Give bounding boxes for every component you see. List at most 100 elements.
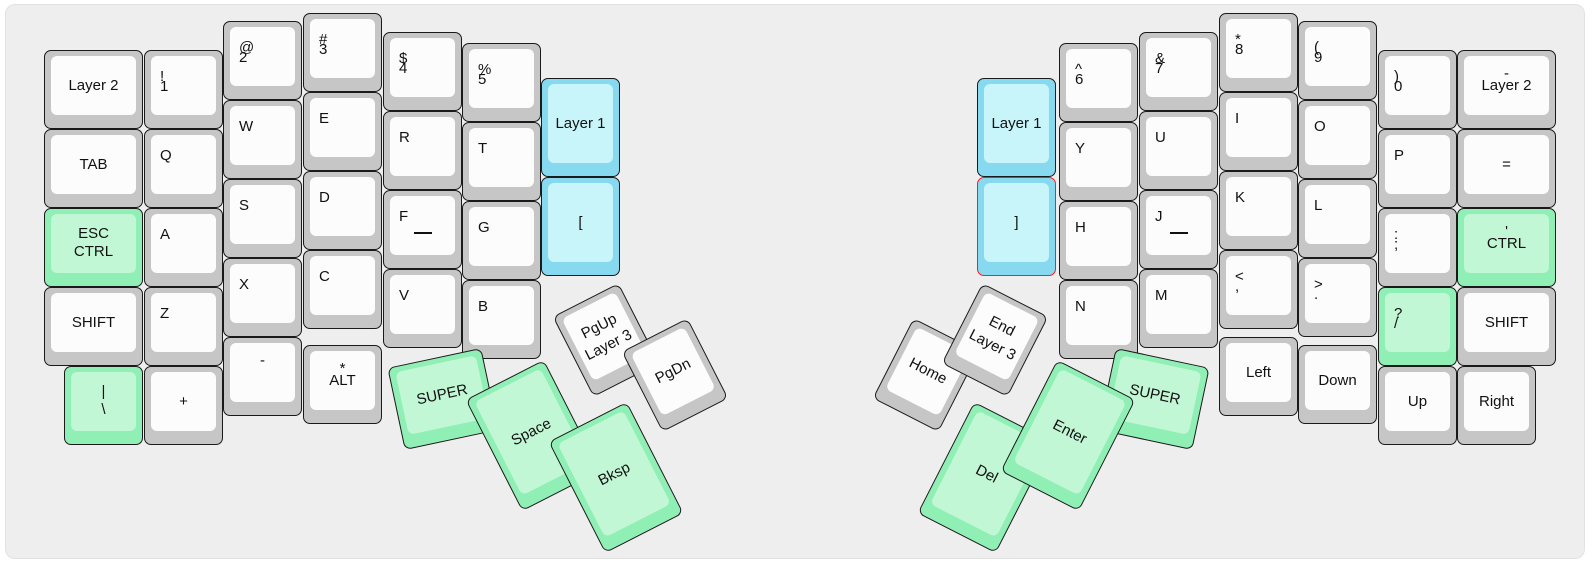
key-d[interactable]: D xyxy=(303,171,382,250)
key-layer2-grave[interactable]: Layer 2 xyxy=(44,50,143,129)
keycap-legend-center: SHIFT xyxy=(1484,313,1529,331)
key-h[interactable]: H xyxy=(1059,201,1138,280)
key-w[interactable]: W xyxy=(223,100,302,179)
key-g[interactable]: G xyxy=(462,201,541,280)
key-x[interactable]: X xyxy=(223,258,302,337)
key-bracket-right[interactable]: ] xyxy=(977,177,1056,276)
key-shift-right[interactable]: SHIFT xyxy=(1457,287,1556,366)
key-9[interactable]: (9 xyxy=(1298,21,1377,100)
keycap-surface: C xyxy=(310,256,375,315)
key-8[interactable]: *8 xyxy=(1219,13,1298,92)
keycap-surface: Q xyxy=(151,135,216,194)
keycap-legend-top: : xyxy=(1394,226,1399,243)
key-2[interactable]: @2 xyxy=(223,21,302,100)
key-semicolon[interactable]: :; xyxy=(1378,208,1457,287)
key-b[interactable]: B xyxy=(462,280,541,359)
keycap-legend-upper: | xyxy=(101,383,106,401)
key-0[interactable]: )0 xyxy=(1378,50,1457,129)
keycap-legend-center: Bksp xyxy=(595,458,633,489)
key-o[interactable]: O xyxy=(1298,100,1377,179)
homing-bar xyxy=(413,232,432,234)
keycap-legend-center: ALT xyxy=(329,371,356,389)
key-l[interactable]: L xyxy=(1298,179,1377,258)
key-k[interactable]: K xyxy=(1219,171,1298,250)
key-alt[interactable]: *ALT xyxy=(303,345,382,424)
keycap-surface: A xyxy=(151,214,216,273)
keycap-legend-bottom: 7 xyxy=(1155,60,1164,78)
key-comma[interactable]: <, xyxy=(1219,250,1298,329)
key-tab[interactable]: TAB xyxy=(44,129,143,208)
keycap-surface: #3 xyxy=(310,19,375,78)
key-p[interactable]: P xyxy=(1378,129,1457,208)
keycap-legend-top: < xyxy=(1235,268,1244,285)
keycap-surface: Layer 2 xyxy=(51,56,136,115)
keycap-legend-top: W xyxy=(239,118,254,135)
key-quote-ctrl[interactable]: 'CTRL xyxy=(1457,208,1556,287)
key-equal[interactable]: = xyxy=(1457,129,1556,208)
key-r[interactable]: R xyxy=(383,111,462,190)
keycap-surface: Bksp xyxy=(557,410,671,538)
key-plus[interactable]: + xyxy=(144,366,223,445)
key-s[interactable]: S xyxy=(223,179,302,258)
key-3[interactable]: #3 xyxy=(303,13,382,92)
keycap-legend-top: % xyxy=(478,61,492,78)
keycap-surface: [ xyxy=(548,183,613,262)
key-6[interactable]: ^6 xyxy=(1059,43,1138,122)
key-layer1-left[interactable]: Layer 1 xyxy=(541,78,620,177)
key-j[interactable]: J xyxy=(1139,190,1218,269)
key-f[interactable]: F xyxy=(383,190,462,269)
key-minus[interactable]: - xyxy=(223,337,302,416)
key-down[interactable]: Down xyxy=(1298,345,1377,424)
keycap-surface: 'CTRL xyxy=(1464,214,1549,273)
keycap-legend-top: X xyxy=(239,276,250,293)
key-u[interactable]: U xyxy=(1139,111,1218,190)
key-i[interactable]: I xyxy=(1219,92,1298,171)
keycap-legend-top: V xyxy=(399,287,410,304)
keycap-surface: D xyxy=(310,177,375,236)
key-4[interactable]: $4 xyxy=(383,32,462,111)
keycap-legend-bottom: . xyxy=(1314,286,1319,304)
keycap-legend-top: K xyxy=(1235,189,1246,206)
keycap-legend-center: = xyxy=(1502,155,1511,173)
keycap-legend-top: I xyxy=(1235,110,1240,127)
key-m[interactable]: M xyxy=(1139,269,1218,348)
keycap-surface: W xyxy=(230,106,295,165)
key-z[interactable]: Z xyxy=(144,287,223,366)
key-a[interactable]: A xyxy=(144,208,223,287)
key-pipe-backslash[interactable]: |\ xyxy=(64,366,143,445)
keycap-surface: L xyxy=(1305,185,1370,244)
key-layer2-minus[interactable]: -Layer 2 xyxy=(1457,50,1556,129)
keycap-legend-lower: CTRL xyxy=(73,242,114,260)
key-t[interactable]: T xyxy=(462,122,541,201)
keycap-surface: J xyxy=(1146,196,1211,255)
key-shift-left[interactable]: SHIFT xyxy=(44,287,143,366)
key-period[interactable]: >. xyxy=(1298,258,1377,337)
keycap-legend-bottom: 3 xyxy=(319,41,328,59)
keycap-surface: ?/ xyxy=(1385,293,1450,352)
keycap-surface: K xyxy=(1226,177,1291,236)
key-bracket-left[interactable]: [ xyxy=(541,177,620,276)
key-e[interactable]: E xyxy=(303,92,382,171)
key-y[interactable]: Y xyxy=(1059,122,1138,201)
key-c[interactable]: C xyxy=(303,250,382,329)
keycap-legend-top: R xyxy=(399,129,410,146)
keycap-surface: &7 xyxy=(1146,38,1211,97)
key-right[interactable]: Right xyxy=(1457,366,1536,445)
key-v[interactable]: V xyxy=(383,269,462,348)
key-1[interactable]: !1 xyxy=(144,50,223,129)
key-slash-question[interactable]: ?/ xyxy=(1378,287,1457,366)
keycap-legend-top: J xyxy=(1155,208,1163,225)
key-layer1-right[interactable]: Layer 1 xyxy=(977,78,1056,177)
keycap-legend-center: [ xyxy=(578,213,583,231)
key-7[interactable]: &7 xyxy=(1139,32,1218,111)
keycap-legend-top: F xyxy=(399,208,409,225)
key-left[interactable]: Left xyxy=(1219,337,1298,416)
key-n[interactable]: N xyxy=(1059,280,1138,359)
key-5[interactable]: %5 xyxy=(462,43,541,122)
key-up[interactable]: Up xyxy=(1378,366,1457,445)
keycap-surface: S xyxy=(230,185,295,244)
key-q[interactable]: Q xyxy=(144,129,223,208)
keycap-legend-lower: \ xyxy=(101,400,106,418)
keycap-legend-top: D xyxy=(319,189,330,206)
